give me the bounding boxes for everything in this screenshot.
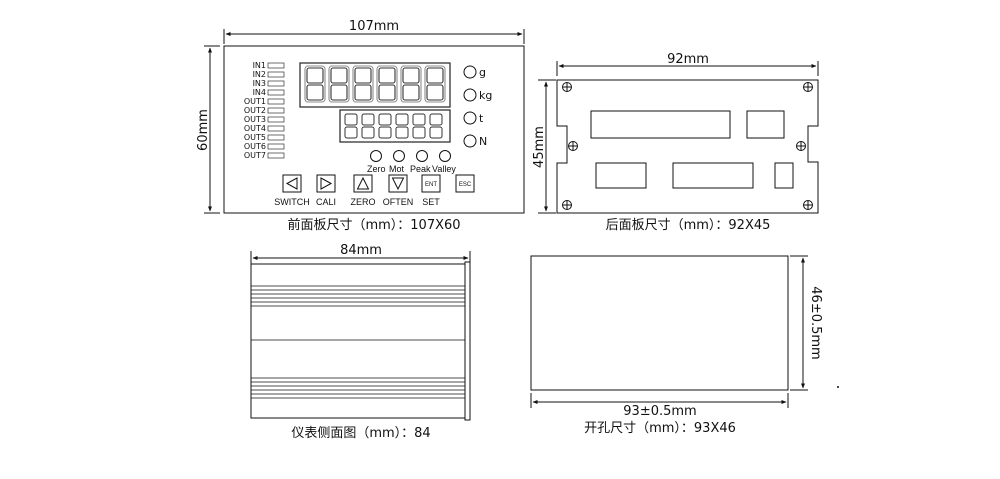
- terminal-block: [590, 110, 731, 139]
- output-led: [267, 152, 285, 159]
- input-label: IN2: [253, 70, 266, 79]
- secondary-display: [339, 109, 451, 143]
- terminal-block: [746, 110, 785, 139]
- output-led: [267, 107, 285, 114]
- terminal-block: [595, 162, 647, 189]
- unit-label-t: t: [479, 112, 484, 125]
- input-led: [267, 71, 285, 78]
- mode-label-peak: Peak: [410, 164, 431, 174]
- unit-led-n: [463, 134, 477, 148]
- output-label: OUT6: [244, 142, 266, 151]
- output-led: [267, 134, 285, 141]
- stray-dot: [837, 386, 839, 388]
- cali-key[interactable]: [316, 174, 336, 193]
- output-led: [267, 125, 285, 132]
- mode-led-row: Zero Mot Peak Valley: [367, 150, 456, 174]
- set-key-label: SET: [422, 197, 440, 207]
- heat-fins-top: [251, 285, 465, 307]
- mode-label-mot: Mot: [389, 164, 405, 174]
- cutout-caption: 开孔尺寸（mm）：93X46: [584, 421, 736, 436]
- back-width-label: 92mm: [667, 52, 709, 67]
- keypad: SWITCH CALI ZERO OFTEN ENT SET: [274, 174, 475, 207]
- zero-key-label: ZERO: [350, 197, 375, 207]
- unit-led-kg: [463, 88, 477, 102]
- front-panel-view: 107mm 60mm IN1 IN2 IN3 IN4 OUT1 OUT2 OUT…: [196, 19, 525, 233]
- ent-key-text: ENT: [425, 182, 437, 188]
- input-led: [267, 89, 285, 96]
- unit-indicators: g kg t N: [463, 65, 492, 148]
- back-panel-view: 92mm 45mm 后面板尺寸（mm）：92X45: [532, 52, 819, 233]
- output-label: OUT4: [244, 124, 266, 133]
- cutout-view: 46±0.5mm 93±0.5mm 开孔尺寸（mm）：93X46: [530, 255, 823, 436]
- input-label: IN4: [253, 88, 266, 97]
- ent-key[interactable]: ENT: [421, 174, 441, 193]
- heat-fins-bottom: [251, 377, 465, 399]
- often-key[interactable]: [388, 174, 408, 193]
- input-label: IN1: [253, 61, 266, 70]
- output-label: OUT1: [244, 97, 266, 106]
- main-display-digits: [304, 65, 446, 103]
- terminal-block: [774, 162, 794, 189]
- down-triangle-icon: [391, 177, 405, 191]
- peak-led: [416, 150, 428, 162]
- cali-key-label: CALI: [316, 197, 336, 207]
- screw-icon: [562, 200, 572, 210]
- unit-label-kg: kg: [479, 89, 492, 102]
- io-indicator-list: IN1 IN2 IN3 IN4 OUT1 OUT2 OUT3 OUT4 OUT5…: [244, 61, 285, 160]
- screw-icon: [568, 141, 578, 151]
- back-caption: 后面板尺寸（mm）：92X45: [606, 218, 771, 233]
- switch-key[interactable]: [282, 174, 302, 193]
- cutout-height-label: 46±0.5mm: [808, 286, 823, 359]
- output-led: [267, 116, 285, 123]
- esc-key-text: ESC: [459, 182, 472, 188]
- unit-led-t: [463, 111, 477, 125]
- cutout-outline: [530, 255, 789, 391]
- front-width-label: 107mm: [349, 19, 399, 34]
- mode-label-zero: Zero: [367, 164, 386, 174]
- up-triangle-icon: [356, 176, 370, 190]
- screw-icon: [803, 82, 813, 92]
- terminal-block: [672, 162, 754, 189]
- output-led: [267, 143, 285, 150]
- esc-key[interactable]: ESC: [455, 174, 475, 193]
- screw-icon: [796, 141, 806, 151]
- side-width-label: 84mm: [340, 243, 382, 258]
- input-led: [267, 80, 285, 87]
- zero-key[interactable]: [353, 174, 373, 193]
- screw-icon: [562, 82, 572, 92]
- back-height-label: 45mm: [532, 126, 547, 168]
- unit-label-n: N: [479, 135, 487, 148]
- screw-icon: [803, 200, 813, 210]
- output-label: OUT2: [244, 106, 266, 115]
- zero-led: [370, 150, 382, 162]
- side-body-outline: [250, 263, 466, 419]
- unit-led-g: [463, 65, 477, 79]
- output-label: OUT7: [244, 151, 266, 160]
- secondary-display-digits: [344, 113, 443, 139]
- right-triangle-icon: [320, 177, 333, 190]
- side-caption: 仪表侧面图（mm）：84: [291, 426, 430, 441]
- front-caption: 前面板尺寸（mm）：107X60: [287, 217, 460, 233]
- unit-label-g: g: [479, 66, 486, 79]
- output-led: [267, 98, 285, 105]
- switch-key-label: SWITCH: [274, 197, 310, 207]
- valley-led: [439, 150, 451, 162]
- left-triangle-icon: [285, 177, 298, 190]
- mode-label-valley: Valley: [432, 164, 456, 174]
- output-label: OUT3: [244, 115, 266, 124]
- cutout-width-label: 93±0.5mm: [623, 404, 696, 419]
- back-panel-outline: [556, 79, 819, 214]
- front-height-label: 60mm: [196, 109, 211, 151]
- side-front-bezel: [464, 261, 471, 421]
- main-weight-display: [299, 62, 451, 108]
- input-label: IN3: [253, 79, 266, 88]
- often-key-label: OFTEN: [383, 197, 414, 207]
- side-view: 84mm 仪表侧面图（mm）：84: [250, 243, 471, 441]
- mot-led: [393, 150, 405, 162]
- output-label: OUT5: [244, 133, 266, 142]
- input-led: [267, 62, 285, 69]
